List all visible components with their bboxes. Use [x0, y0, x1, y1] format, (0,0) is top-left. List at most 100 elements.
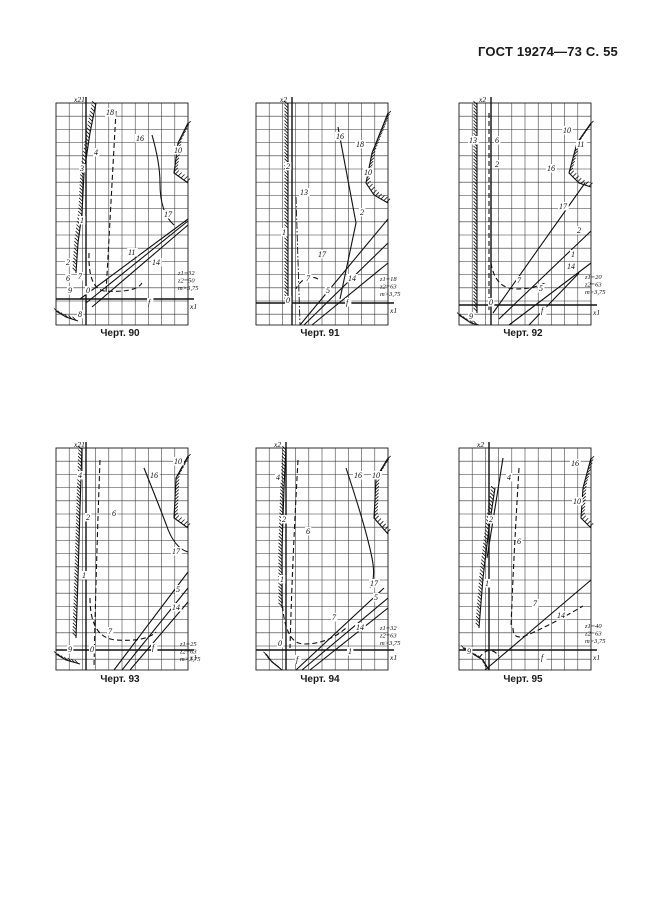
curve-label: 10	[563, 126, 571, 135]
curve-label: 16	[354, 471, 362, 480]
plot-frame	[55, 102, 189, 326]
line-17	[299, 218, 389, 326]
curve-label: 17	[370, 579, 379, 588]
dashed-curve-7	[88, 252, 143, 292]
plot-frame	[458, 447, 592, 671]
curve-label: 2	[495, 160, 499, 169]
figure-caption-94: Черт. 94	[300, 674, 340, 685]
parameter-label: z2=63	[584, 631, 602, 638]
line-14	[508, 262, 592, 326]
curve-label: 1	[485, 579, 489, 588]
curve-label: 17	[318, 250, 327, 259]
curve-label: 6	[112, 509, 116, 518]
curve-label: f	[296, 655, 300, 664]
parameter-label: z1=25	[179, 641, 197, 648]
line-11	[85, 220, 189, 304]
curve-label: 16	[150, 471, 158, 480]
line-5	[309, 607, 389, 671]
x-axis-label: x1	[592, 653, 600, 662]
hatched-boundary-left	[473, 100, 478, 313]
dashed-curve-16	[105, 110, 117, 294]
curve-label: 6	[306, 527, 310, 536]
parameter-label: m>3,75	[380, 291, 401, 298]
curve-label: f	[152, 643, 156, 652]
y-axis-label: x21	[73, 95, 85, 104]
hatched-boundary-left	[72, 100, 97, 274]
curve-label: 14	[557, 611, 565, 620]
curve-label: 9	[467, 647, 471, 656]
hatched-boundary-bottom	[460, 645, 490, 671]
curve-label: 14	[172, 603, 180, 612]
dashed-curve-7	[512, 605, 584, 638]
curve-label: 14	[356, 623, 364, 632]
curve-label: 1	[82, 571, 86, 580]
parameter-label: z2=63	[584, 282, 602, 289]
parameter-label: z2=63	[379, 633, 397, 640]
curve-label: 16	[336, 132, 344, 141]
curve-label: 18	[106, 108, 114, 117]
curve-label: 7	[533, 599, 538, 608]
x-axis-label: x1	[189, 302, 197, 311]
curve-label: 2	[66, 258, 70, 267]
curve-label: 9	[68, 645, 72, 654]
line-14	[301, 597, 389, 671]
curve-label: 16	[571, 459, 579, 468]
curve-label: 16	[547, 164, 555, 173]
curve-label: 10	[372, 471, 380, 480]
line-5	[121, 587, 189, 671]
page-header: ГОСТ 19274—73 С. 55	[477, 44, 618, 59]
parameter-label: m>3,75	[585, 638, 606, 645]
curve-label: 1	[282, 228, 286, 237]
curve-label: 10	[364, 168, 372, 177]
curve-label: 9	[469, 312, 473, 321]
x-axis-label: x1	[389, 306, 397, 315]
curve-label: 17	[172, 547, 181, 556]
dashdot-13	[295, 196, 301, 326]
curve-label: 6	[495, 136, 499, 145]
curve-label: 0	[86, 286, 90, 295]
y-axis-label: x2	[279, 95, 287, 104]
dashed-curve-6	[510, 467, 520, 629]
curve-label: 13	[469, 136, 477, 145]
curve-label: 8	[78, 310, 82, 319]
hatched-boundary-bottom	[53, 651, 81, 665]
hatched-boundary-left	[475, 485, 496, 629]
curve-label: 10	[174, 457, 182, 466]
dashed-curve-7	[295, 276, 319, 290]
hatched-boundary-right	[173, 453, 191, 529]
curve-label: 5	[539, 284, 543, 293]
curve-label: f	[541, 653, 545, 662]
plot-frame	[255, 102, 389, 326]
line-14	[129, 601, 189, 671]
curve-label: 14	[348, 274, 356, 283]
curve-label: 5	[176, 585, 180, 594]
y-axis-label: x21	[73, 440, 85, 449]
curve-label: 0	[278, 639, 282, 648]
hatched-boundary-bottom	[263, 651, 283, 671]
dashed-curve-7	[281, 597, 347, 645]
dashed-curve-7	[490, 262, 546, 290]
curve-label: 4	[507, 473, 511, 482]
curve-label: 5	[326, 286, 330, 295]
curve-label: 7	[108, 627, 113, 636]
parameter-label: z2=63	[179, 649, 197, 656]
hatched-boundary-right	[173, 120, 191, 184]
curve-label: 18	[356, 140, 364, 149]
curve-label: 17	[164, 210, 173, 219]
curve-label: 1	[280, 575, 284, 584]
curve-label: 2	[577, 226, 581, 235]
line-5	[528, 272, 580, 326]
curve-label: 5	[374, 593, 378, 602]
figure-caption-91: Черт. 91	[300, 328, 340, 339]
curve-label: 13	[300, 188, 308, 197]
parameter-label: z2=50	[177, 278, 195, 285]
curve-label: 1	[80, 216, 84, 225]
